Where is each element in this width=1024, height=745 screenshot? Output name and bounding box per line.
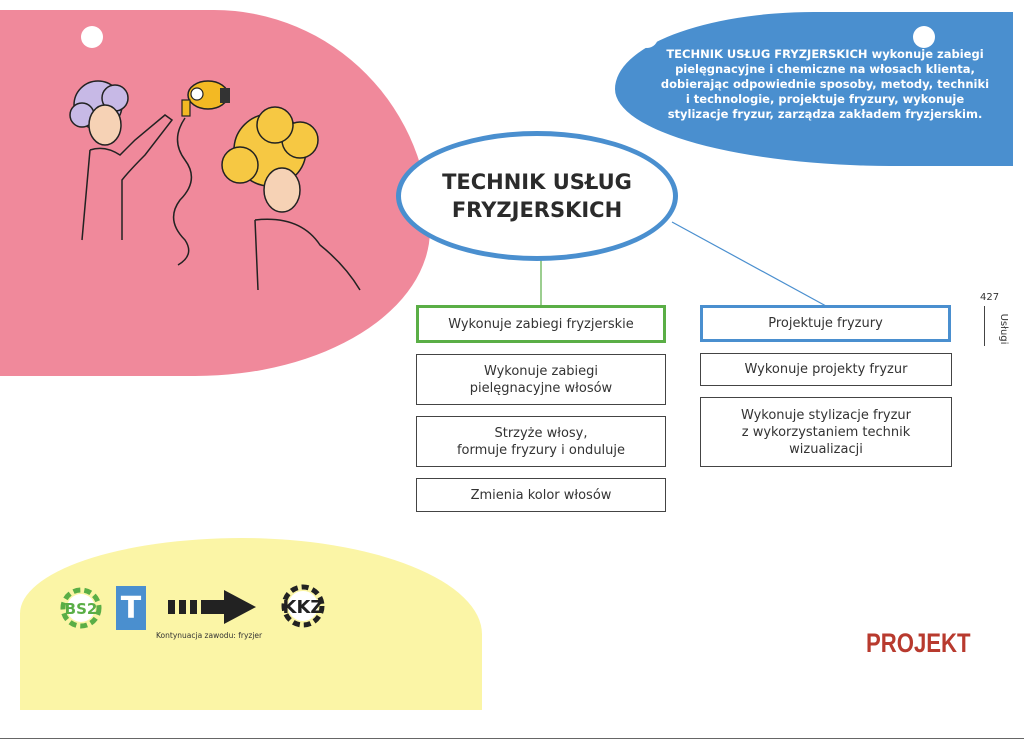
left-branch-header: Wykonuje zabiegi fryzjerskie [416, 305, 666, 343]
left-branch-item: Zmienia kolor włosów [416, 478, 666, 512]
left-branch-item: Strzyże włosy, formuje fryzury i onduluj… [416, 416, 666, 467]
right-branch-item: Wykonuje projekty fryzur [700, 353, 952, 386]
central-title: TECHNIK USŁUG FRYZJERSKICH [442, 170, 632, 222]
bottom-rule [0, 738, 1024, 739]
hair-dryer-icon [181, 80, 230, 117]
section-label: Usługi [998, 313, 1009, 345]
punch-hole [81, 26, 103, 48]
punch-hole [636, 26, 658, 48]
page-number: 427 [980, 292, 1000, 303]
t-badge: T [116, 586, 146, 630]
bs2-badge: BS2 [65, 600, 98, 618]
gear-icon: BS2 [60, 587, 102, 629]
punch-hole [913, 26, 935, 48]
side-divider [984, 306, 985, 346]
hairdresser-illustration [69, 80, 361, 291]
projekt-label: PROJEKT [866, 628, 971, 658]
continuation-note: Kontynuacja zawodu: fryzjer [156, 631, 263, 640]
profession-description: TECHNIK USŁUG FRYZJERSKICH wykonuje zabi… [660, 47, 990, 121]
right-branch-item: Wykonuje stylizacje fryzur z wykorzystan… [700, 397, 952, 467]
left-branch-item: Wykonuje zabiegi pielęgnacyjne włosów [416, 354, 666, 405]
kkz-badge: KKZ [283, 597, 324, 618]
pink-background-blob [0, 10, 430, 376]
yellow-background-blob [20, 538, 482, 710]
arrow-right-icon [168, 590, 256, 624]
punch-hole [359, 26, 381, 48]
gear-icon: KKZ [281, 584, 325, 628]
right-branch-header: Projektuje fryzury [700, 305, 951, 342]
central-title-node: TECHNIK USŁUG FRYZJERSKICH [396, 131, 678, 261]
